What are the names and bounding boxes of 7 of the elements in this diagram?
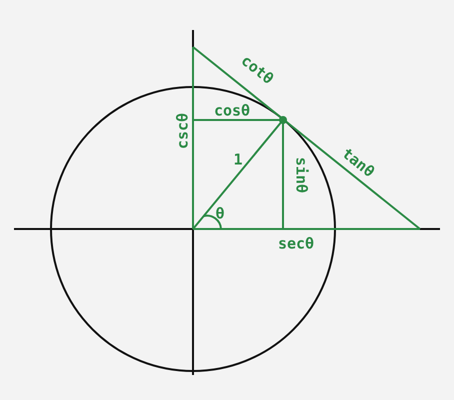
trig-label: θ bbox=[215, 206, 225, 222]
trig-label: sinθ bbox=[294, 156, 308, 194]
trig-label: cosθ bbox=[214, 104, 250, 118]
trig-label: cscθ bbox=[176, 112, 190, 150]
trig-label: cotθ bbox=[238, 52, 276, 88]
trig-label: 1 bbox=[233, 152, 243, 168]
trig-label: secθ bbox=[278, 236, 314, 252]
